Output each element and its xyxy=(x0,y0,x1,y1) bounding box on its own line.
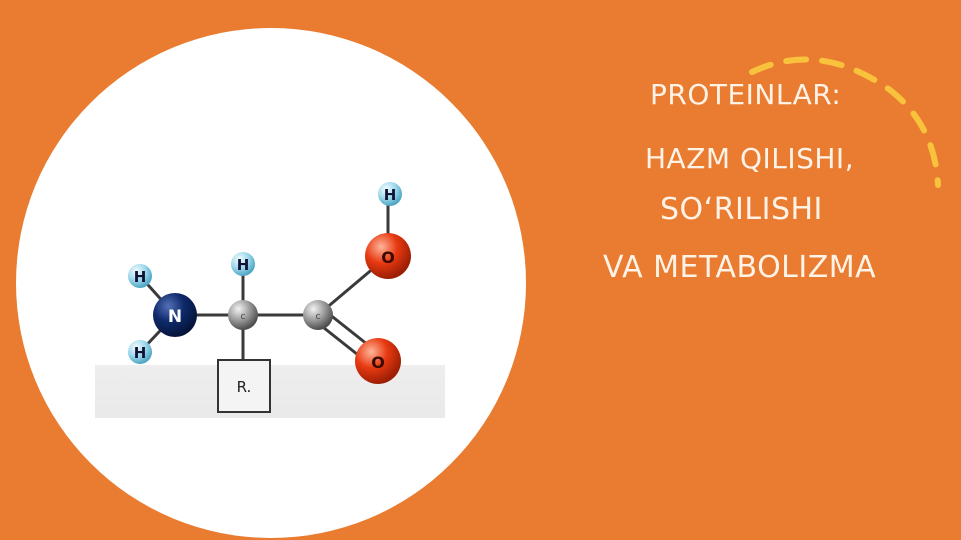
atom-h-amine-top: H xyxy=(128,264,152,288)
atom-h-hydroxyl: H xyxy=(378,182,402,206)
atom-carbon-alpha: c xyxy=(228,300,258,330)
svg-text:H: H xyxy=(134,268,147,286)
title-line-2: HAZM QILISHI, xyxy=(645,142,855,175)
svg-text:c: c xyxy=(241,312,246,322)
atom-h-alpha: H xyxy=(231,252,255,276)
title-line-4: VA METABOLIZMA xyxy=(603,250,877,285)
svg-text:O: O xyxy=(381,248,395,267)
atom-oxygen-hydroxyl: O xyxy=(365,233,411,279)
r-group-box xyxy=(217,359,271,413)
svg-text:H: H xyxy=(384,186,397,204)
svg-text:c: c xyxy=(316,312,321,322)
atom-nitrogen: N xyxy=(153,293,197,337)
atom-oxygen-carbonyl: O xyxy=(355,338,401,384)
decorative-dashed-arc xyxy=(749,56,941,188)
title-line-1: PROTEINLAR: xyxy=(650,78,842,111)
r-group-label: R. xyxy=(237,378,252,396)
svg-text:N: N xyxy=(168,307,182,327)
svg-text:O: O xyxy=(371,353,385,372)
title-line-3: SO‘RILISHI xyxy=(660,192,823,227)
svg-text:H: H xyxy=(134,344,147,362)
atom-h-amine-bottom: H xyxy=(128,340,152,364)
atom-carbon-carboxyl: c xyxy=(303,300,333,330)
svg-text:H: H xyxy=(237,256,250,274)
